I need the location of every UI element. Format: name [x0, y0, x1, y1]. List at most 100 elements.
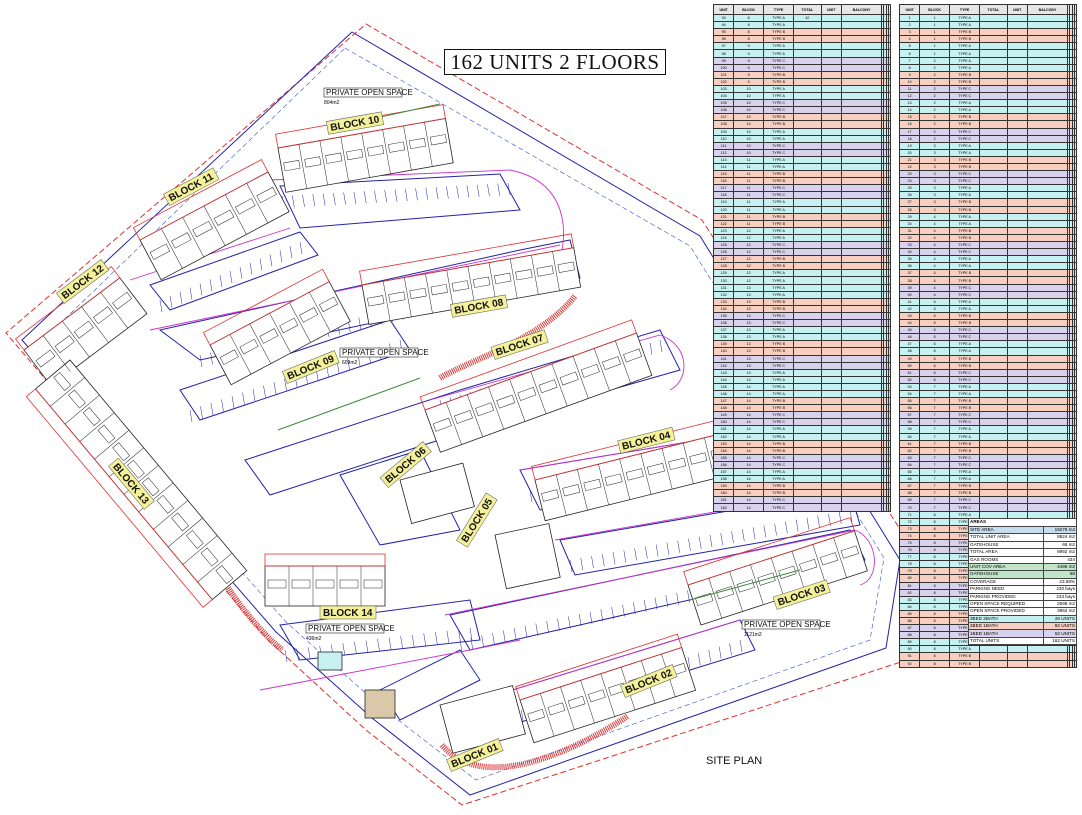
schedule-cell: 11 — [733, 184, 765, 193]
schedule-cell — [1026, 290, 1069, 299]
schedule-cell — [979, 333, 1008, 342]
schedule-cell: 141 — [712, 354, 735, 363]
schedule-cell — [1026, 170, 1069, 179]
schedule-cell — [793, 418, 822, 427]
schedule-cell: 8 — [919, 567, 951, 576]
schedule-cell: 13 — [733, 304, 765, 313]
schedule-cell: TYPE C — [763, 106, 795, 115]
schedule-cell: 5 — [919, 297, 951, 306]
schedule-cell: 8 — [919, 645, 951, 654]
schedule-cell — [1026, 333, 1069, 342]
schedule-cell — [1073, 170, 1078, 179]
schedule-cell: 12 — [733, 226, 765, 235]
schedule-cell — [1073, 659, 1078, 668]
schedule-cell — [1006, 397, 1028, 406]
areas-label: GATEHOUSE — [968, 570, 1044, 579]
schedule-cell: 10 — [733, 99, 765, 108]
schedule-cell: TYPE C — [949, 283, 981, 292]
schedule-cell: 17 — [898, 127, 921, 136]
schedule-cell: 41 — [898, 297, 921, 306]
schedule-cell — [979, 106, 1008, 115]
schedule-cell — [1073, 453, 1078, 462]
schedule-cell — [820, 240, 842, 250]
schedule-cell — [1026, 460, 1069, 470]
schedule-cell: TYPE B — [949, 276, 981, 285]
open-space-label-2: PRIVATE OPEN SPACE 609m2 — [339, 347, 429, 366]
schedule-cell — [1006, 326, 1028, 335]
schedule-cell — [820, 191, 842, 200]
schedule-cell — [887, 205, 892, 214]
schedule-cell — [1073, 212, 1078, 221]
schedule-cell: 7 — [919, 453, 951, 462]
schedule-cell: 1 — [919, 42, 951, 51]
schedule-cell — [887, 240, 892, 250]
schedule-cell: 143 — [712, 368, 735, 377]
areas-label: TOTAL UNIT AREA — [968, 533, 1044, 542]
schedule-cell: 13 — [733, 297, 765, 306]
schedule-cell — [820, 389, 842, 399]
schedule-cell — [979, 155, 1008, 164]
areas-label: TOTAL UNITS — [968, 636, 1044, 646]
schedule-cell — [1006, 42, 1028, 51]
schedule-cell: TYPE B — [763, 397, 795, 406]
schedule-cell — [820, 212, 842, 221]
schedule-cell: 8 — [919, 538, 951, 548]
schedule-cell — [820, 354, 842, 363]
schedule-cell — [1006, 404, 1028, 413]
schedule-cell — [1073, 425, 1078, 434]
schedule-cell — [887, 326, 892, 335]
schedule-cell — [793, 354, 822, 363]
schedule-cell: 10 — [898, 77, 921, 86]
schedule-cell: TYPE A — [949, 304, 981, 313]
schedule-cell: TYPE B — [763, 28, 795, 37]
schedule-cell: 100 — [712, 63, 735, 72]
schedule-cell: 111 — [712, 141, 735, 150]
schedule-cell — [793, 70, 822, 79]
schedule-cell: 87 — [898, 624, 921, 633]
schedule-cell — [887, 489, 892, 498]
schedule-cell — [1073, 162, 1078, 172]
schedule-cell — [820, 333, 842, 342]
schedule-cell: 52 — [898, 375, 921, 384]
schedule-cell — [1073, 205, 1078, 214]
schedule-cell: 123 — [712, 226, 735, 235]
schedule-header-cell: BALCONY — [840, 4, 883, 15]
schedule-cell — [887, 439, 892, 448]
schedule-cell: 12 — [733, 269, 765, 278]
schedule-cell: 3 — [919, 184, 951, 193]
schedule-cell: 9 — [733, 70, 765, 79]
schedule-cell — [887, 425, 892, 434]
schedule-cell: 157 — [712, 467, 735, 477]
schedule-cell: 7 — [919, 439, 951, 448]
schedule-cell — [1006, 297, 1028, 306]
schedule-cell — [1026, 382, 1069, 391]
schedule-cell: TYPE C — [949, 134, 981, 143]
schedule-cell — [820, 368, 842, 377]
schedule-cell — [979, 49, 1008, 58]
schedule-cell — [820, 148, 842, 157]
schedule-cell: 5 — [919, 304, 951, 313]
schedule-cell — [1073, 84, 1078, 94]
areas-value: 4496 m2 — [1042, 562, 1078, 572]
schedule-cell — [1073, 21, 1078, 30]
schedule-cell — [979, 411, 1008, 420]
